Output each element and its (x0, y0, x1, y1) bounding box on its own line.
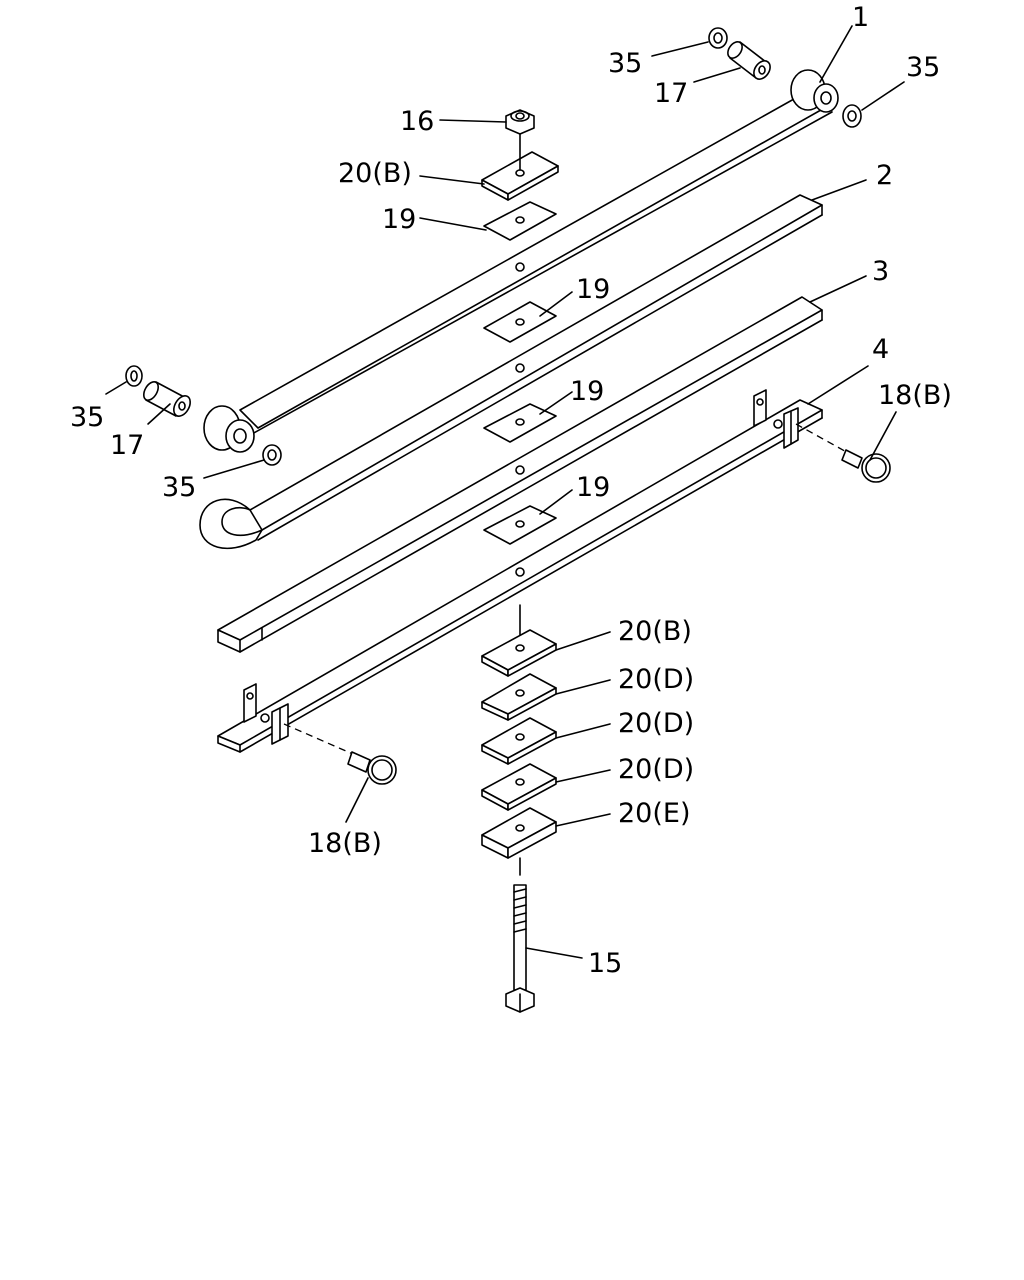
label-part-35-c: 35 (70, 402, 104, 433)
shim-19-top (483, 201, 557, 241)
label-part-20b-bottom: 20(B) (618, 616, 692, 647)
shim-19-c (483, 505, 557, 545)
label-part-15: 15 (588, 948, 622, 979)
plate-20d-3 (481, 763, 557, 811)
plate-20b-top (481, 151, 559, 201)
plate-20b-bottom (481, 629, 557, 677)
leaf-1 (203, 69, 839, 453)
leaf-3 (217, 296, 823, 653)
bushing-17-rear (727, 41, 771, 80)
label-part-19-top: 19 (382, 204, 416, 235)
washer-35-c (125, 365, 143, 387)
leader-lines (105, 25, 905, 959)
label-part-20d-2: 20(D) (618, 708, 694, 739)
bolt-18b-front-axis (283, 723, 363, 759)
shim-19-b (483, 403, 557, 443)
bolt-18b-rear-axis (795, 423, 853, 456)
plate-20e (481, 807, 557, 859)
label-part-3: 3 (872, 256, 889, 287)
leaf-2 (199, 194, 823, 550)
label-part-18b-rear: 18(B) (878, 380, 952, 411)
plate-20d-2 (481, 717, 557, 765)
shim-19-a (483, 301, 557, 343)
label-part-35-b: 35 (906, 52, 940, 83)
label-part-19-b: 19 (570, 376, 604, 407)
washer-35-a (708, 27, 728, 49)
plate-20d-1 (481, 673, 557, 721)
label-part-16: 16 (400, 106, 434, 137)
label-part-17-front: 17 (110, 430, 144, 461)
bolt-18b-rear (841, 449, 891, 483)
label-part-19-a: 19 (576, 274, 610, 305)
label-part-35-a: 35 (608, 48, 642, 79)
bushing-17-front (142, 381, 191, 417)
washer-35-b (842, 104, 862, 128)
label-part-20d-1: 20(D) (618, 664, 694, 695)
label-part-20b-top: 20(B) (338, 158, 412, 189)
bolt-18b-front (347, 751, 397, 785)
leaf-4 (217, 389, 823, 753)
label-part-2: 2 (876, 160, 893, 191)
label-part-35-d: 35 (162, 472, 196, 503)
label-part-1: 1 (852, 2, 869, 33)
label-part-20d-3: 20(D) (618, 754, 694, 785)
washer-35-d (262, 444, 282, 466)
label-part-18b-front: 18(B) (308, 828, 382, 859)
label-part-19-c: 19 (576, 472, 610, 503)
label-part-17-rear: 17 (654, 78, 688, 109)
nut-16 (505, 109, 535, 135)
label-part-20e: 20(E) (618, 798, 690, 829)
label-part-4: 4 (872, 334, 889, 365)
center-bolt-15 (505, 884, 535, 1013)
